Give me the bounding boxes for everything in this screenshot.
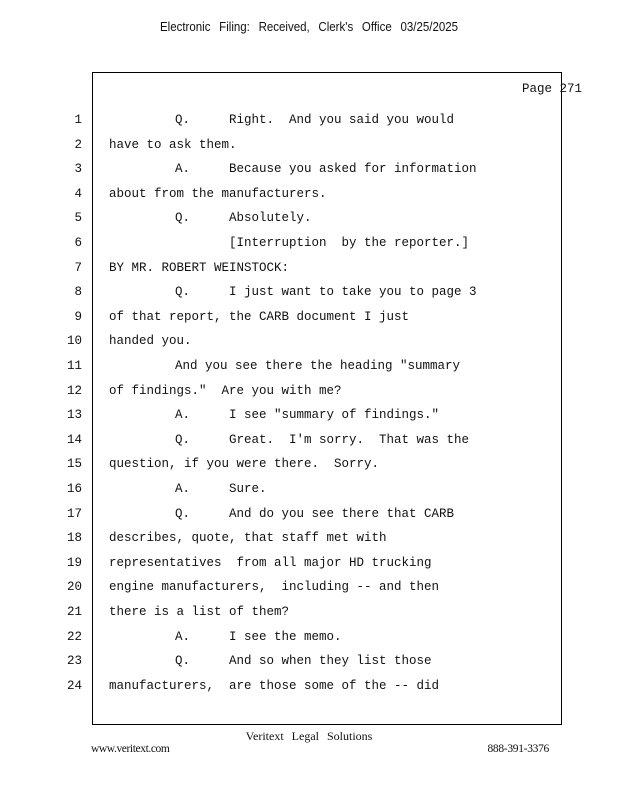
- line-number: 9: [74, 309, 82, 324]
- line-number: 4: [74, 186, 82, 201]
- transcript-line: 11 And you see there the heading "summary: [0, 359, 618, 379]
- line-number: 7: [74, 260, 82, 275]
- line-text: of findings." Are you with me?: [109, 383, 342, 398]
- speaker-label: Q.: [175, 285, 191, 300]
- line-text: engine manufacturers, including -- and t…: [109, 580, 440, 595]
- transcript-line: 10 handed you.: [0, 334, 618, 354]
- transcript-line: 14 Q. Great. I'm sorry. That was the: [0, 433, 618, 453]
- line-text: Sure.: [229, 482, 267, 496]
- speaker-label: A.: [175, 482, 191, 496]
- transcript-line: 20 engine manufacturers, including -- and…: [0, 580, 618, 600]
- line-number: 15: [66, 457, 82, 472]
- line-number: 10: [66, 334, 82, 349]
- line-number: 24: [66, 678, 82, 693]
- filing-header: Electronic Filing: Received, Clerk's Off…: [159, 20, 459, 34]
- line-number: 1: [74, 113, 82, 127]
- transcript-line: 9 of that report, the CARB document I jus…: [0, 310, 618, 330]
- line-text: Because you asked for information: [229, 162, 477, 177]
- line-number: 19: [66, 555, 82, 570]
- line-text: BY MR. ROBERT WEINSTOCK:: [109, 260, 290, 275]
- line-text: of that report, the CARB document I just: [109, 309, 410, 324]
- line-number: 6: [74, 236, 82, 250]
- transcript-line: 1 Q. Right. And you said you would: [0, 113, 618, 133]
- footer-company: Veritext Legal Solutions: [245, 729, 373, 743]
- line-text: I see the memo.: [229, 629, 342, 644]
- line-text: [Interruption by the reporter.]: [229, 236, 470, 250]
- line-text: Great. I'm sorry. That was the: [229, 432, 470, 447]
- line-text: Right. And you said you would: [229, 113, 455, 127]
- transcript-line: 22 A. I see the memo.: [0, 630, 618, 650]
- line-text: And do you see there that CARB: [229, 506, 455, 521]
- speaker-label: Q.: [175, 432, 191, 447]
- speaker-label: A.: [175, 408, 191, 423]
- transcript-line: 15 question, if you were there. Sorry.: [0, 457, 618, 477]
- line-text: And you see there the heading "summary: [175, 359, 461, 373]
- transcript-line: 5 Q. Absolutely.: [0, 211, 618, 231]
- footer-website: www.veritext.com: [91, 743, 170, 755]
- speaker-label: A.: [175, 162, 191, 177]
- speaker-label: Q.: [175, 211, 191, 226]
- line-text: have to ask them.: [109, 137, 237, 152]
- transcript-line: 18 describes, quote, that staff met with: [0, 531, 618, 551]
- transcript-line: 19 representatives from all major HD truc…: [0, 556, 618, 576]
- line-number: 14: [66, 432, 82, 447]
- transcript-line: 7 BY MR. ROBERT WEINSTOCK:: [0, 261, 618, 281]
- line-text: manufacturers, are those some of the -- …: [109, 678, 440, 693]
- transcript-line: 6 [Interruption by the reporter.]: [0, 236, 618, 256]
- line-text: I just want to take you to page 3: [229, 285, 477, 300]
- line-number: 5: [74, 211, 82, 226]
- page-number: Page 271: [521, 82, 582, 96]
- transcript-line: 8 Q. I just want to take you to page 3: [0, 285, 618, 305]
- line-text: representatives from all major HD trucki…: [109, 555, 432, 570]
- line-text: Absolutely.: [229, 211, 312, 226]
- transcript-line: 17 Q. And do you see there that CARB: [0, 507, 618, 527]
- line-text: question, if you were there. Sorry.: [109, 457, 380, 472]
- line-number: 21: [66, 605, 82, 619]
- line-number: 18: [66, 531, 82, 546]
- line-number: 11: [66, 359, 82, 373]
- line-number: 8: [74, 285, 82, 300]
- line-text: handed you.: [109, 334, 192, 349]
- line-text: there is a list of them?: [109, 605, 290, 619]
- line-number: 3: [74, 162, 82, 177]
- line-number: 23: [66, 654, 82, 669]
- line-text: describes, quote, that staff met with: [109, 531, 387, 546]
- speaker-label: A.: [175, 629, 191, 644]
- line-text: I see "summary of findings.": [229, 408, 440, 423]
- transcript-line: 16 A. Sure.: [0, 482, 618, 502]
- line-text: about from the manufacturers.: [109, 186, 327, 201]
- line-number: 12: [66, 383, 82, 398]
- transcript-line: 23 Q. And so when they list those: [0, 654, 618, 674]
- line-number: 22: [66, 629, 82, 644]
- line-number: 2: [74, 137, 82, 152]
- transcript-line: 4 about from the manufacturers.: [0, 187, 618, 207]
- line-number: 17: [66, 506, 82, 521]
- transcript-line: 13 A. I see "summary of findings.": [0, 408, 618, 428]
- line-number: 20: [66, 580, 82, 595]
- line-number: 16: [66, 482, 82, 496]
- line-text: And so when they list those: [229, 654, 432, 669]
- transcript-line: 3 A. Because you asked for information: [0, 162, 618, 182]
- transcript-frame: [92, 72, 562, 725]
- speaker-label: Q.: [175, 113, 191, 127]
- line-number: 13: [66, 408, 82, 423]
- footer-phone: 888-391-3376: [487, 743, 549, 755]
- speaker-label: Q.: [175, 654, 191, 669]
- transcript-line: 12 of findings." Are you with me?: [0, 384, 618, 404]
- transcript-line: 24 manufacturers, are those some of the -…: [0, 679, 618, 699]
- speaker-label: Q.: [175, 506, 191, 521]
- transcript-line: 2 have to ask them.: [0, 138, 618, 158]
- transcript-line: 21 there is a list of them?: [0, 605, 618, 625]
